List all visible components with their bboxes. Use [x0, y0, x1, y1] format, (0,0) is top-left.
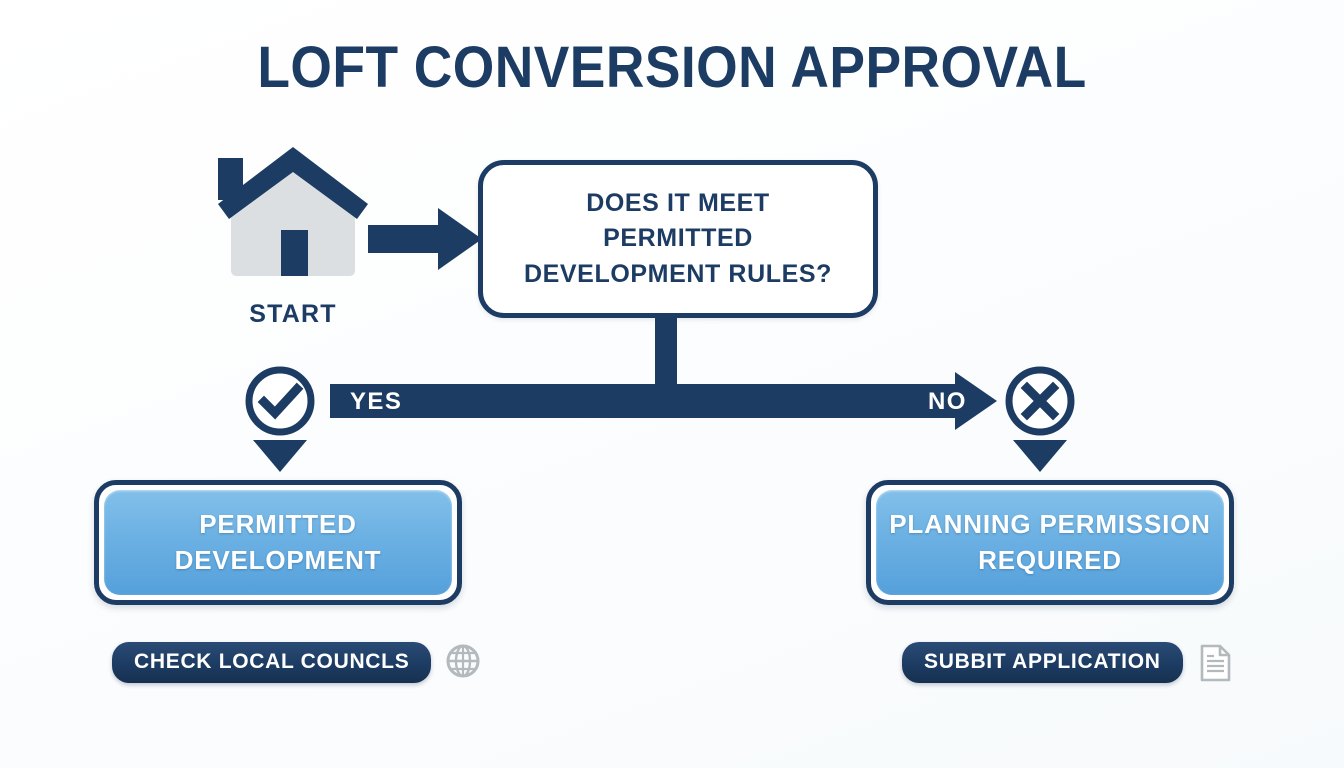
x-circle-icon-svg	[1005, 366, 1075, 436]
result-box-left-inner: PERMITTED DEVELOPMENT	[104, 490, 452, 595]
result-box-permitted-development[interactable]: PERMITTED DEVELOPMENT	[94, 480, 462, 605]
result-left-line-2: DEVELOPMENT	[174, 544, 382, 575]
check-circle-icon	[243, 364, 317, 438]
arrow-down-yes	[253, 440, 307, 472]
result-left-text: PERMITTED DEVELOPMENT	[175, 507, 382, 579]
result-right-line-2: REQUIRED	[978, 544, 1122, 575]
globe-icon-svg	[446, 644, 480, 677]
check-circle-icon-svg	[245, 366, 315, 436]
result-box-right-inner: PLANNING PERMISSION REQUIRED	[876, 490, 1224, 595]
decision-line-3: DEVELOPMENT RULES?	[523, 259, 833, 288]
globe-icon	[445, 643, 481, 683]
document-icon-svg	[1200, 644, 1230, 681]
house-icon	[198, 142, 388, 282]
decision-line-2: PERMITTED	[603, 224, 753, 253]
decision-line-1: DOES IT MEET	[586, 188, 770, 217]
result-right-text: PLANNING PERMISSION REQUIRED	[889, 507, 1210, 579]
decision-text: DOES IT MEET PERMITTED DEVELOPMENT RULES…	[510, 186, 846, 293]
arrow-down-no	[1013, 440, 1067, 472]
arrow-start-to-decision	[368, 206, 484, 272]
house-icon-svg	[218, 147, 368, 276]
connector-horizontal-bar	[330, 384, 960, 418]
decision-box[interactable]: DOES IT MEET PERMITTED DEVELOPMENT RULES…	[478, 160, 878, 318]
document-icon	[1197, 643, 1233, 683]
page-title: LOFT CONVERSION APPROVAL	[257, 35, 1087, 100]
arrow-right-icon	[368, 208, 482, 270]
result-left-line-1: PERMITTED	[199, 508, 357, 539]
connector-arrowhead-right	[955, 372, 997, 430]
action-row-left: CHECK LOCAL COUNCLS	[112, 642, 481, 683]
connector-stem	[655, 318, 677, 386]
no-label: NO	[928, 388, 967, 415]
start-label: START	[249, 300, 337, 328]
result-right-line-1: PLANNING PERMISSION	[889, 508, 1211, 539]
yes-label: YES	[350, 388, 403, 415]
submit-application-button[interactable]: SUBBIT APPLICATION	[902, 642, 1183, 683]
x-circle-icon	[1003, 364, 1077, 438]
action-row-right: SUBBIT APPLICATION	[902, 642, 1233, 683]
check-local-councils-button[interactable]: CHECK LOCAL COUNCLS	[112, 642, 432, 683]
result-box-planning-permission-required[interactable]: PLANNING PERMISSION REQUIRED	[866, 480, 1234, 605]
